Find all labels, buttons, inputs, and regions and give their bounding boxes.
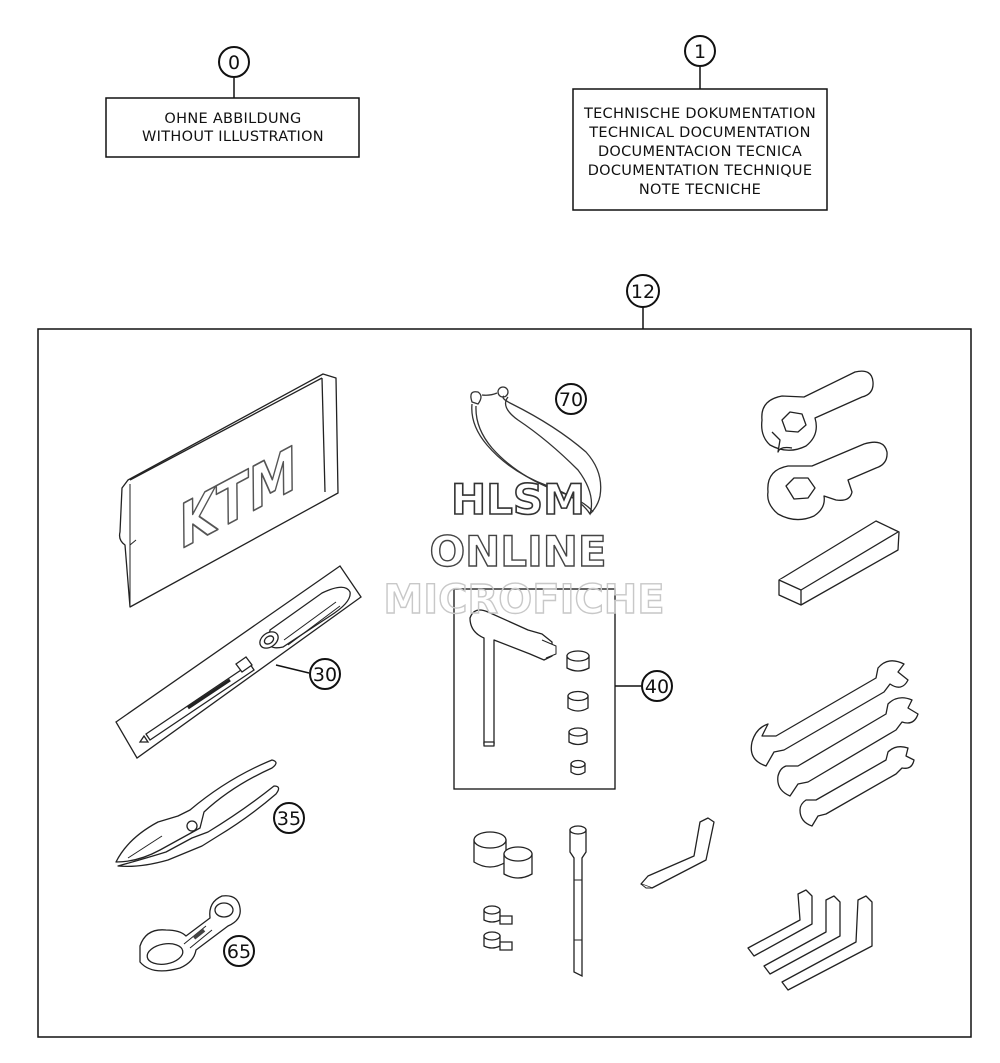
- ring-wrench-icon[interactable]: [139, 895, 241, 972]
- small-bits-icon[interactable]: [483, 905, 513, 951]
- pliers-icon[interactable]: [115, 759, 280, 868]
- tool-bag-icon[interactable]: KTM: [118, 373, 339, 608]
- open-end-wrench-set-icon[interactable]: [750, 660, 919, 827]
- box1-line4: DOCUMENTATION TECHNIQUE: [588, 163, 813, 179]
- callout-40[interactable]: 40: [615, 670, 673, 702]
- callout-40-label: 40: [645, 676, 669, 698]
- socket-adapter-icon[interactable]: [473, 831, 533, 879]
- box1-line5: NOTE TECNICHE: [639, 182, 761, 198]
- screwdriver-set-icon[interactable]: [115, 565, 362, 759]
- watermark-line2: ONLINE: [429, 527, 606, 576]
- note-box-without-illustration: OHNE ABBILDUNG WITHOUT ILLUSTRATION: [105, 97, 360, 158]
- callout-35[interactable]: 35: [273, 802, 305, 834]
- callout-30-label: 30: [313, 664, 337, 686]
- watermark-line3: MICROFICHE: [383, 577, 664, 623]
- callout-70-label: 70: [559, 389, 583, 411]
- hook-spanner-wrench-1-icon[interactable]: [761, 370, 874, 453]
- wire-lanyard-icon[interactable]: [470, 386, 602, 516]
- callout-0-label: 0: [228, 52, 240, 74]
- socket-set-icon[interactable]: [566, 650, 590, 776]
- watermark-line1: HLSM: [451, 475, 585, 524]
- note-box-technical-documentation: TECHNISCHE DOKUMENTATION TECHNICAL DOCUM…: [572, 88, 828, 211]
- callout-65-label: 65: [227, 941, 251, 963]
- callout-65[interactable]: 65: [223, 935, 255, 967]
- sliding-t-handle-bar-icon[interactable]: [778, 520, 900, 606]
- callout-30[interactable]: 30: [275, 658, 341, 690]
- box1-line3: DOCUMENTACION TECNICA: [598, 144, 802, 160]
- callout-1[interactable]: 1: [684, 35, 716, 89]
- tool-kit-frame: [37, 328, 972, 1038]
- callout-1-label: 1: [694, 41, 706, 63]
- box0-line1: OHNE ABBILDUNG: [164, 111, 301, 127]
- box0-line2: WITHOUT ILLUSTRATION: [142, 129, 324, 145]
- callout-12-label: 12: [631, 281, 655, 303]
- spark-plug-wrench-icon[interactable]: [569, 825, 587, 978]
- box1-line1: TECHNISCHE DOKUMENTATION: [583, 106, 816, 122]
- hook-spanner-wrench-2-icon[interactable]: [767, 441, 888, 521]
- box1-line2: TECHNICAL DOCUMENTATION: [588, 125, 811, 141]
- l-hex-key-icon[interactable]: [640, 817, 715, 889]
- t-handle-hex-key-icon[interactable]: [469, 609, 557, 747]
- callout-0[interactable]: 0: [218, 46, 250, 98]
- callout-12[interactable]: 12: [626, 274, 660, 329]
- socket-kit-frame: [453, 588, 616, 790]
- allen-key-set-icon[interactable]: [747, 889, 873, 991]
- callout-35-label: 35: [277, 808, 301, 830]
- callout-70[interactable]: 70: [555, 383, 587, 415]
- watermark: HLSM ONLINE MICROFICHE: [383, 474, 666, 624]
